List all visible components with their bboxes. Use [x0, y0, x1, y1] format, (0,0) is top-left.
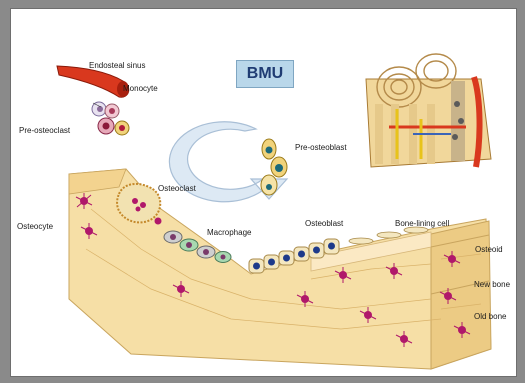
- label-new-bone: New bone: [474, 280, 510, 289]
- label-pre-osteoblast: Pre-osteoblast: [295, 143, 347, 152]
- label-osteocyte: Osteocyte: [17, 222, 53, 231]
- pre-osteoblast-cells: [261, 139, 287, 195]
- label-osteoclast: Osteoclast: [158, 184, 196, 193]
- label-pre-osteoclast: Pre-osteoclast: [19, 126, 70, 135]
- pre-osteoclast-cells: [98, 118, 129, 135]
- label-osteoblast: Osteoblast: [305, 219, 343, 228]
- label-osteoid: Osteoid: [475, 245, 503, 254]
- diagram-panel: BMU Endosteal sinus Monocyte Pre-osteocl…: [10, 8, 517, 377]
- osteon-block: [366, 54, 491, 167]
- label-monocyte: Monocyte: [123, 84, 158, 93]
- bmu-badge: BMU: [236, 60, 294, 88]
- endosteal-sinus-vessel: [57, 66, 129, 97]
- label-endosteal-sinus: Endosteal sinus: [89, 61, 145, 70]
- label-bone-lining-cell: Bone-lining cell: [395, 219, 449, 228]
- label-macrophage: Macrophage: [207, 228, 251, 237]
- label-old-bone: Old bone: [474, 312, 506, 321]
